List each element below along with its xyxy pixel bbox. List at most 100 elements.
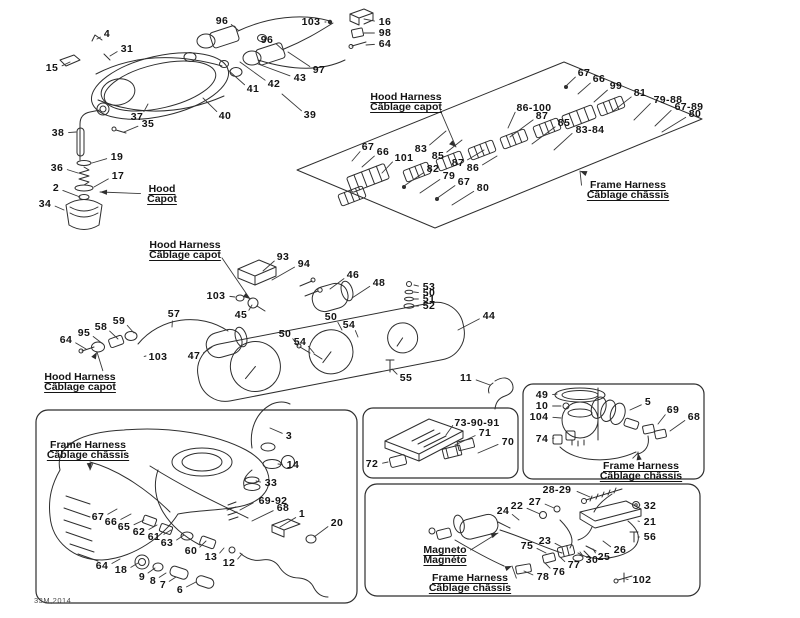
harness-label-fr: Câblage capot: [44, 381, 116, 393]
part-callout-69: 69: [666, 404, 680, 416]
part-callout-52: 52: [422, 300, 436, 312]
part-callout-42: 42: [267, 78, 281, 90]
part-callout-1: 1: [298, 508, 306, 520]
part-callout-103: 103: [301, 16, 321, 28]
chassis-drawing: [49, 401, 329, 598]
part-callout-50: 50: [324, 311, 338, 323]
part-callout-43: 43: [293, 72, 307, 84]
part-callout-72: 72: [365, 458, 379, 470]
magneto-drawing: [428, 487, 642, 584]
part-callout-45: 45: [234, 309, 248, 321]
part-callout-77: 77: [567, 559, 581, 571]
part-callout-75: 75: [520, 540, 534, 552]
part-callout-8: 8: [149, 575, 157, 587]
part-callout-65: 65: [117, 521, 131, 533]
part-callout-103: 103: [148, 351, 168, 363]
harness-label-en: Frame Harness: [603, 460, 679, 472]
fuse-box-drawing: [384, 418, 476, 468]
part-callout-16: 16: [378, 16, 392, 28]
harness-label-fr: Câblage châssis: [599, 470, 683, 482]
part-callout-22: 22: [510, 500, 524, 512]
part-callout-96: 96: [215, 15, 229, 27]
hood-latch-drawing: [65, 102, 127, 230]
part-callout-103: 103: [206, 290, 226, 302]
harness-label-fr: Magnéto: [423, 554, 467, 566]
harness-label-en: Hood Harness: [149, 239, 221, 251]
part-callout-24: 24: [496, 505, 510, 517]
part-callout-12: 12: [222, 557, 236, 569]
part-callout-73-90-91: 73-90-91: [454, 417, 500, 429]
part-callout-62: 62: [132, 526, 146, 538]
part-callout-79-88: 79-88: [653, 94, 683, 106]
harness-label-fr: Capot: [147, 193, 177, 205]
part-callout-66: 66: [592, 73, 606, 85]
part-callout-97: 97: [312, 64, 326, 76]
harness-label-en: Hood Harness: [44, 371, 116, 383]
harness-label-en: Magneto: [423, 544, 467, 556]
part-callout-58: 58: [94, 321, 108, 333]
part-callout-85: 85: [557, 117, 571, 129]
part-callout-25: 25: [597, 551, 611, 563]
part-callout-13: 13: [204, 551, 218, 563]
part-callout-21: 21: [643, 516, 657, 528]
part-callout-10: 10: [535, 400, 549, 412]
part-callout-98: 98: [378, 27, 392, 39]
part-callout-80: 80: [688, 108, 702, 120]
part-callout-3: 3: [285, 430, 293, 442]
part-callout-61: 61: [147, 531, 161, 543]
part-callout-34: 34: [38, 198, 52, 210]
leader-lines: [54, 18, 687, 588]
part-callout-71: 71: [478, 427, 492, 439]
part-callout-50: 50: [278, 328, 292, 340]
part-callout-79: 79: [442, 170, 456, 182]
dash-cluster-drawing: [78, 259, 514, 410]
part-callout-20: 20: [330, 517, 344, 529]
harness-label-fr: Câblage capot: [370, 101, 442, 113]
part-callout-85: 85: [431, 150, 445, 162]
part-callout-59: 59: [112, 315, 126, 327]
part-callout-5: 5: [644, 396, 652, 408]
part-callout-55: 55: [399, 372, 413, 384]
part-callout-101: 101: [394, 152, 414, 164]
part-callout-41: 41: [246, 83, 260, 95]
part-callout-32: 32: [643, 500, 657, 512]
part-callout-64: 64: [378, 38, 392, 50]
part-callout-14: 14: [286, 459, 300, 471]
part-callout-37: 37: [130, 111, 144, 123]
part-callout-9: 9: [138, 571, 146, 583]
fuel-gauge-inset-box: [522, 383, 705, 480]
harness-label-en: Frame Harness: [50, 439, 126, 451]
part-callout-23: 23: [538, 535, 552, 547]
part-callout-6: 6: [176, 584, 184, 596]
part-callout-33: 33: [264, 477, 278, 489]
part-callout-18: 18: [114, 564, 128, 576]
part-callout-63: 63: [160, 537, 174, 549]
part-callout-96: 96: [260, 34, 274, 46]
part-callout-53: 53: [422, 281, 436, 293]
bulb-sockets-drawing: [183, 8, 374, 77]
part-callout-68: 68: [276, 502, 290, 514]
part-callout-64: 64: [59, 334, 73, 346]
part-callout-87: 87: [451, 157, 465, 169]
part-callout-19: 19: [110, 151, 124, 163]
part-callout-39: 39: [303, 109, 317, 121]
part-callout-60: 60: [184, 545, 198, 557]
part-callout-81: 81: [633, 87, 647, 99]
part-callout-38: 38: [51, 127, 65, 139]
part-callout-7: 7: [159, 579, 167, 591]
headlight-drawing: [59, 34, 230, 120]
part-callout-74: 74: [535, 433, 549, 445]
part-callout-76: 76: [552, 566, 566, 578]
part-callout-44: 44: [482, 310, 496, 322]
part-callout-30: 30: [585, 554, 599, 566]
harness-label-en: Hood: [148, 183, 176, 195]
part-callout-15: 15: [45, 62, 59, 74]
